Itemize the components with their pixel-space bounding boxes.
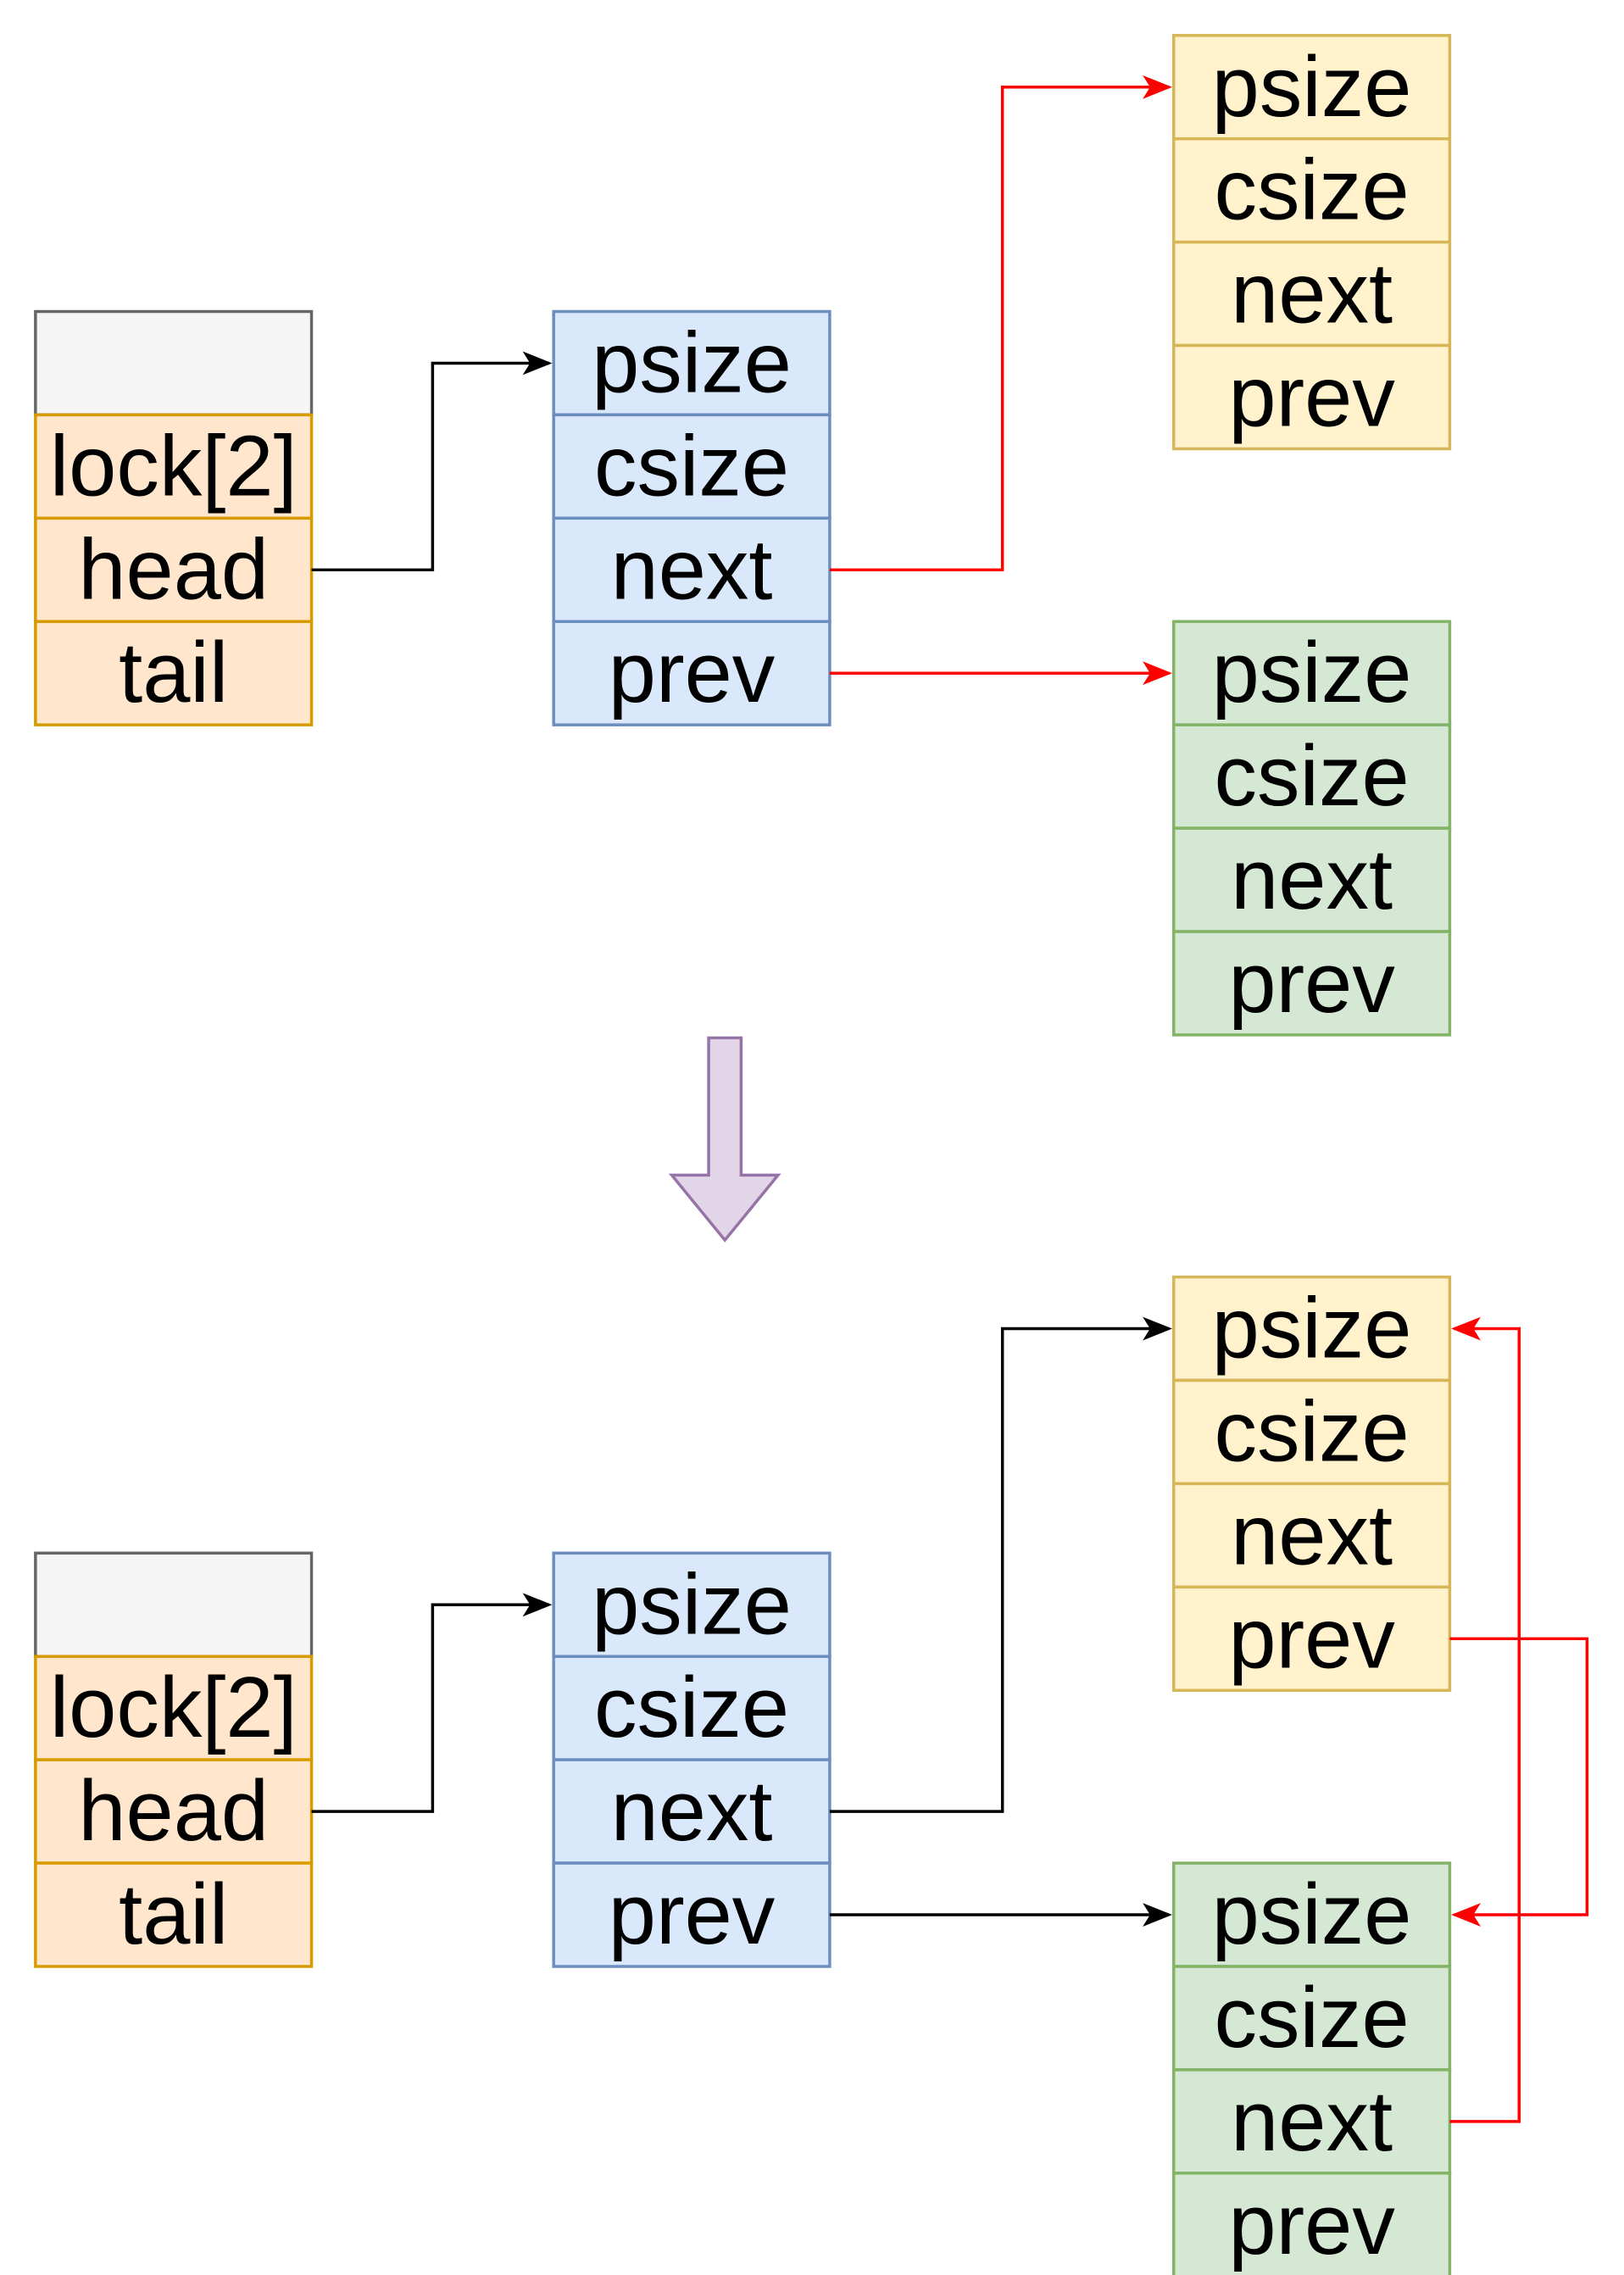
before-bin: lock[2] head tail	[34, 309, 314, 726]
after-chunk-csize-label: csize	[594, 1660, 789, 1755]
after-bin-lock-label: lock[2]	[50, 1660, 298, 1755]
after-chunk-next-to-next-chunk-arrow	[829, 1316, 1172, 1813]
after-next-chunk: psize csize next prev	[1171, 1275, 1452, 1693]
after-prev-chunk-csize-label: csize	[1214, 1971, 1409, 2066]
after-section: lock[2] head tail psize csize next prev …	[34, 1275, 1589, 2275]
after-next-chunk-prev-label: prev	[1228, 1591, 1395, 1686]
after-next-chunk-psize-label: psize	[1212, 1282, 1412, 1377]
after-chunk: psize csize next prev	[552, 1551, 831, 1968]
after-bin-head-label: head	[78, 1764, 269, 1859]
before-next-chunk-prev-cell	[1171, 343, 1452, 451]
after-chunk-psize-cell	[552, 1551, 831, 1658]
after-next-chunk-next-label: next	[1231, 1488, 1393, 1582]
before-chunk-prev-cell	[552, 620, 831, 726]
before-bin-lock-label: lock[2]	[50, 419, 298, 514]
before-bin-tail-label: tail	[119, 626, 228, 720]
before-prev-chunk-csize-label: csize	[1214, 729, 1409, 824]
before-prev-chunk-next-cell	[1171, 826, 1452, 933]
transition-down-arrow	[668, 1036, 781, 1243]
before-prev-chunk: psize csize next prev	[1171, 620, 1452, 1037]
before-next-chunk-next-cell	[1171, 240, 1452, 348]
before-bin-header	[34, 309, 314, 417]
before-bin-tail-cell	[34, 620, 314, 726]
before-bin-head-label: head	[78, 522, 269, 617]
before-head-to-chunk-arrow	[311, 351, 553, 572]
after-next-chunk-next-cell	[1171, 1482, 1452, 1589]
before-chunk-next-cell	[552, 516, 831, 624]
after-prev-chunk-prev-cell	[1171, 2172, 1452, 2275]
after-next-chunk-csize-label: csize	[1214, 1384, 1409, 1479]
after-chunk-psize-label: psize	[592, 1557, 792, 1652]
after-bin-tail-cell	[34, 1861, 314, 1968]
after-bin-tail-label: tail	[119, 1867, 228, 1962]
before-chunk-next-label: next	[611, 522, 773, 617]
after-bin-header	[34, 1551, 314, 1658]
after-prev-chunk-prev-label: prev	[1228, 2178, 1395, 2272]
before-prev-chunk-prev-label: prev	[1228, 936, 1395, 1031]
before-chunk-csize-label: csize	[594, 419, 789, 514]
after-prev-chunk-csize-cell	[1171, 1965, 1452, 2072]
before-next-chunk: psize csize next prev	[1171, 34, 1452, 451]
before-prev-chunk-prev-cell	[1171, 930, 1452, 1037]
after-prev-chunk: psize csize next prev	[1171, 1861, 1452, 2275]
after-prev-chunk-next-cell	[1171, 2068, 1452, 2175]
after-next-chunk-prev-cell	[1171, 1585, 1452, 1693]
before-prev-chunk-psize-label: psize	[1212, 626, 1412, 720]
before-next-chunk-prev-label: prev	[1228, 350, 1395, 445]
before-section: lock[2] head tail psize csize next prev …	[34, 34, 1452, 1037]
after-chunk-next-label: next	[611, 1764, 773, 1859]
after-chunk-prev-label: prev	[609, 1867, 776, 1962]
before-next-chunk-next-label: next	[1231, 247, 1393, 342]
before-prev-chunk-psize-cell	[1171, 620, 1452, 726]
before-bin-head-cell	[34, 516, 314, 624]
after-head-to-chunk-arrow	[311, 1593, 553, 1813]
before-next-chunk-csize-label: csize	[1214, 143, 1409, 238]
before-bin-lock-cell	[34, 413, 314, 520]
before-chunk: psize csize next prev	[552, 309, 831, 726]
before-chunk-psize-label: psize	[592, 315, 792, 410]
after-prev-chunk-psize-cell	[1171, 1861, 1452, 1968]
after-bin: lock[2] head tail	[34, 1551, 314, 1968]
before-prev-chunk-next-label: next	[1231, 832, 1393, 927]
after-next-chunk-csize-cell	[1171, 1378, 1452, 1486]
before-next-chunk-psize-label: psize	[1212, 40, 1412, 135]
before-chunk-prev-label: prev	[609, 626, 776, 720]
before-next-chunk-psize-cell	[1171, 34, 1452, 141]
before-chunk-next-to-next-chunk-arrow	[829, 75, 1172, 572]
before-chunk-psize-cell	[552, 309, 831, 417]
after-prev-chunk-next-to-next-chunk-arrow	[1449, 1316, 1521, 2123]
after-prev-chunk-psize-label: psize	[1212, 1867, 1412, 1962]
after-prev-chunk-next-label: next	[1231, 2074, 1393, 2169]
